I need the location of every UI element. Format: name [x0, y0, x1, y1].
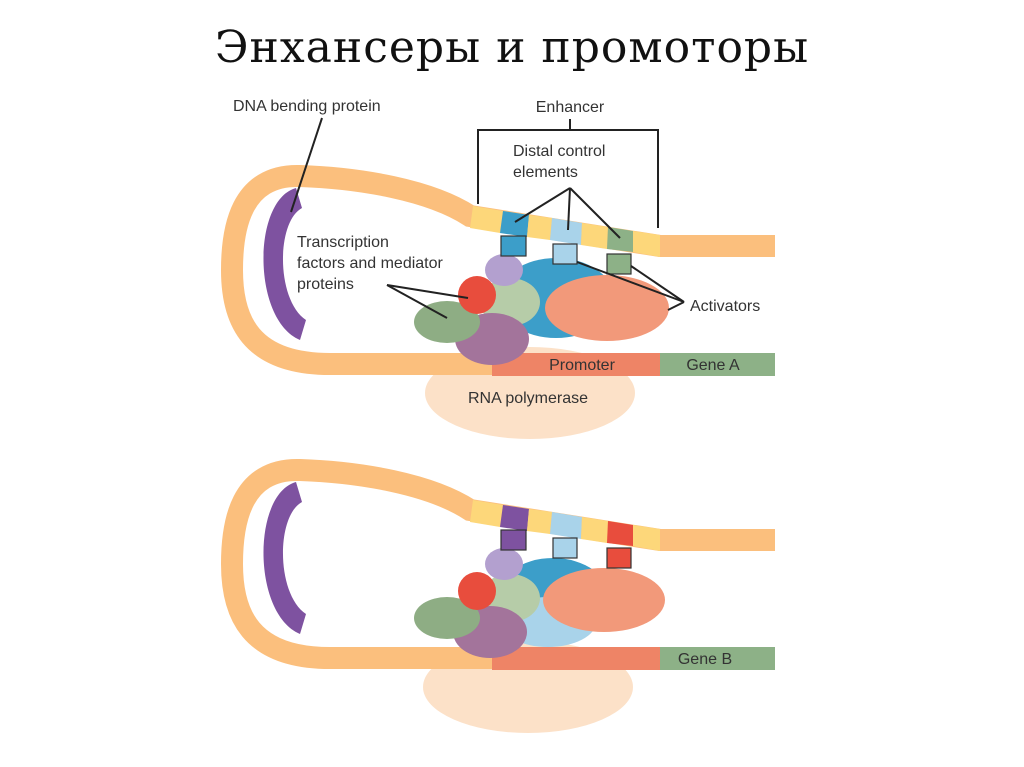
activator-square-1-bottom — [500, 529, 527, 551]
label-gene-b: Gene B — [678, 651, 732, 668]
distal-control-pointers — [514, 187, 621, 239]
bending-protein-pointer — [290, 117, 323, 213]
factor-green-top — [414, 301, 480, 343]
label-promoter: Promoter — [549, 357, 615, 374]
activator-square-3-bottom — [606, 547, 632, 569]
label-dna-bending-protein: DNA bending protein — [233, 98, 381, 115]
factor-lavender-bottom — [485, 548, 523, 580]
gene-a-bar — [660, 353, 775, 376]
enhancer-bracket — [477, 129, 659, 228]
label-gene-a: Gene A — [686, 357, 740, 374]
activator-square-3-top — [606, 253, 632, 275]
activator-square-1-top — [500, 235, 527, 257]
activator-orange-top — [545, 275, 669, 341]
activator-pointers — [576, 261, 685, 311]
activator-square-2-bottom — [552, 537, 578, 559]
label-tf-2: factors and mediator — [297, 255, 444, 272]
top-diagram: DNA bending protein Enhancer Distal cont… — [220, 98, 775, 439]
tf-pointers — [386, 284, 469, 319]
gene-b-bar — [660, 647, 775, 670]
label-distal-control-1: Distal control — [513, 143, 605, 160]
dna-bending-protein-bottom — [263, 482, 306, 634]
label-activators: Activators — [690, 298, 760, 315]
slide-title: Энхансеры и промоторы — [214, 22, 810, 73]
activator-orange-bottom — [543, 568, 665, 632]
distal-control-element-3 — [607, 227, 633, 252]
label-enhancer: Enhancer — [536, 99, 605, 116]
enhancer-segments-bottom — [470, 500, 660, 551]
dna-strand-bottom — [220, 458, 775, 669]
activator-square-2-top — [552, 243, 578, 265]
bottom-diagram: Gene B — [220, 458, 775, 733]
dna-strand-top — [220, 164, 775, 375]
factor-red-bottom — [458, 572, 496, 610]
label-distal-control-2: elements — [513, 164, 578, 181]
promoter-bar-top — [492, 353, 660, 376]
dna-bending-protein-top — [263, 188, 306, 340]
label-rna-polymerase: RNA polymerase — [468, 390, 588, 407]
factor-red-top — [458, 276, 496, 314]
label-tf-3: proteins — [297, 276, 354, 293]
distal-control-element-2 — [550, 218, 582, 245]
promoter-bar-bottom — [492, 647, 660, 670]
factor-lavender-top — [485, 254, 523, 286]
factor-green-bottom — [414, 597, 480, 639]
label-tf-1: Transcription — [297, 234, 389, 251]
enhancer-segments-top — [470, 206, 660, 257]
